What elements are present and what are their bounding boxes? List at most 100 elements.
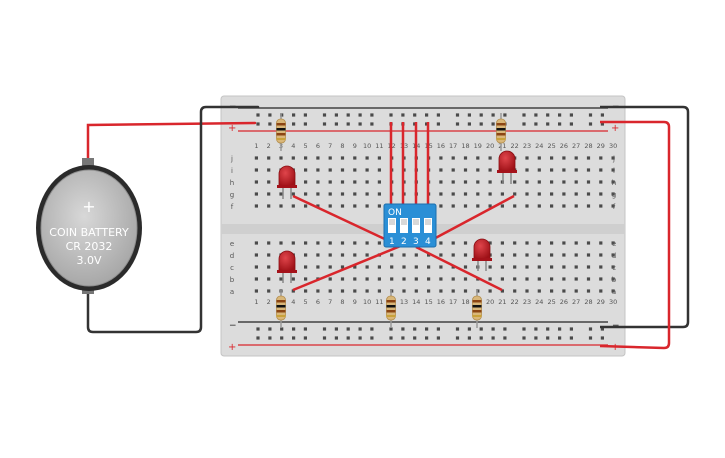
coin-battery[interactable]: + COIN BATTERY CR 2032 3.0V [36, 158, 142, 294]
breadboard-hole [439, 204, 443, 208]
breadboard-hole [525, 192, 529, 196]
leds [277, 150, 517, 273]
breadboard-hole [334, 113, 338, 117]
breadboard-hole [586, 180, 591, 184]
breadboard-hole [316, 253, 320, 257]
breadboard-hole [316, 204, 320, 208]
resistor-bottom-middle[interactable] [386, 290, 396, 328]
wires [86, 105, 690, 350]
breadboard-hole [500, 253, 504, 257]
column-label-bottom: 28 [584, 298, 592, 306]
dip-switch[interactable]: ON 1 2 3 4 [383, 203, 437, 248]
breadboard-hole [611, 253, 615, 257]
led-bottom-right[interactable] [472, 238, 492, 261]
breadboard-hole [370, 336, 374, 340]
breadboard-hole [550, 265, 554, 269]
column-label-top: 4 [291, 142, 295, 150]
breadboard-hole [537, 265, 541, 269]
battery-terminal-positive [82, 158, 94, 168]
resistor-top-right[interactable] [496, 113, 506, 151]
breadboard-hole [340, 204, 345, 208]
breadboard-hole [611, 241, 615, 245]
column-label-bottom: 7 [328, 298, 332, 306]
breadboard-hole [256, 336, 260, 340]
breadboard-hole [534, 327, 538, 331]
led-bottom-left[interactable] [277, 250, 297, 273]
resistor-bottom-left[interactable] [276, 290, 286, 328]
breadboard-hole [439, 168, 443, 172]
dip-position-label-1: 1 [389, 237, 395, 247]
breadboard-hole [365, 168, 369, 172]
breadboard-hole [476, 156, 480, 160]
dip-toggle-1[interactable] [388, 218, 396, 233]
breadboard-hole [574, 277, 578, 281]
breadboard-hole [488, 204, 492, 208]
resistor-bottom-right[interactable] [472, 290, 482, 328]
breadboard-hole [550, 180, 554, 184]
breadboard-hole [268, 122, 272, 126]
breadboard-hole [303, 327, 307, 331]
column-label-top: 5 [304, 142, 308, 150]
led-top-right[interactable] [497, 150, 517, 173]
row-label-right: f [613, 203, 616, 211]
breadboard-hole [427, 265, 431, 269]
row-label-right: c [612, 264, 616, 272]
breadboard-hole [280, 327, 284, 331]
breadboard-hole [279, 204, 283, 208]
breadboard-hole [439, 156, 443, 160]
breadboard-hole [268, 327, 272, 331]
breadboard-hole [304, 241, 308, 245]
breadboard-hole [439, 265, 443, 269]
breadboard-hole [503, 336, 507, 340]
resistor-top-left[interactable] [276, 113, 286, 151]
breadboard-hole [488, 289, 492, 293]
breadboard-hole [537, 180, 541, 184]
breadboard-hole [562, 180, 566, 184]
breadboard-hole [346, 122, 350, 126]
dip-toggle-4[interactable] [424, 218, 432, 233]
breadboard-hole [611, 265, 615, 269]
breadboard-hole [389, 336, 393, 340]
dip-toggle-3[interactable] [412, 218, 420, 233]
breadboard-hole [267, 277, 271, 281]
breadboard-hole [451, 180, 455, 184]
breadboard-hole [574, 156, 578, 160]
breadboard-hole [365, 265, 369, 269]
breadboard-hole [365, 241, 369, 245]
breadboard-hole [525, 156, 529, 160]
breadboard-hole [304, 156, 308, 160]
breadboard-hole [491, 327, 495, 331]
breadboard-hole [525, 277, 529, 281]
column-label-top: 23 [523, 142, 531, 150]
breadboard-hole [353, 156, 357, 160]
column-label-top: 21 [498, 142, 506, 150]
breadboard-hole [413, 113, 417, 117]
breadboard-hole [586, 192, 591, 196]
breadboard-hole [463, 156, 468, 160]
breadboard-hole [550, 253, 554, 257]
breadboard-hole [537, 156, 541, 160]
breadboard-hole [569, 336, 573, 340]
breadboard-hole [488, 265, 492, 269]
breadboard-hole [562, 253, 566, 257]
led-top-left[interactable] [277, 165, 297, 188]
breadboard-hole [340, 156, 345, 160]
row-label-left: h [230, 179, 234, 187]
column-label-top: 9 [353, 142, 357, 150]
wire-to-led-bottom-left [292, 243, 404, 292]
breadboard-hole [414, 253, 418, 257]
breadboard-hole [377, 180, 381, 184]
breadboard-hole [513, 253, 517, 257]
breadboard-hole [439, 192, 443, 196]
breadboard-hole [346, 327, 350, 331]
breadboard-hole [463, 180, 468, 184]
dip-toggle-2[interactable] [400, 218, 408, 233]
column-label-bottom: 20 [486, 298, 494, 306]
breadboard-hole [328, 204, 332, 208]
breadboard-hole [569, 122, 573, 126]
breadboard-hole [439, 180, 443, 184]
breadboard-hole [316, 192, 320, 196]
breadboard-hole [425, 327, 429, 331]
breadboard-hole [467, 336, 471, 340]
